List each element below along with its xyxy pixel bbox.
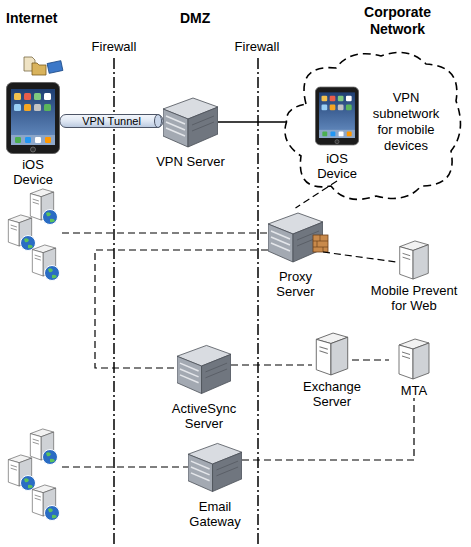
card-icon	[47, 61, 63, 74]
node-label: Proxy Server	[261, 269, 331, 299]
node-label: iOS Device	[5, 157, 61, 187]
dashed-connector	[352, 359, 389, 360]
dashed-connector	[95, 250, 268, 368]
server-icon	[316, 333, 347, 375]
dashed-connector	[323, 252, 396, 262]
dashed-wire	[62, 232, 268, 233]
zone-heading: Internet	[6, 10, 96, 27]
web-server-icon	[30, 189, 57, 225]
firewall-label: Firewall	[84, 38, 144, 55]
tablet-icon	[7, 83, 60, 154]
firewall-label: Firewall	[227, 38, 287, 55]
node-label: VPN Server	[146, 154, 236, 169]
brick-lines	[313, 235, 328, 252]
node-label: Mobile Prevent for Web	[369, 283, 459, 313]
vpn-cloud: VPN subnetwork for mobile devicesiOS Dev…	[286, 46, 464, 202]
server-icon	[163, 98, 218, 147]
cloud-shape	[285, 52, 461, 199]
server-icon	[188, 443, 242, 491]
node-label: iOS Device	[310, 150, 364, 181]
tunnel-body	[60, 115, 163, 128]
ios-device: iOS Device	[6, 82, 60, 154]
node-label: Exchange Server	[297, 379, 367, 409]
email-gateway: Email Gateway	[188, 438, 242, 496]
icon-space	[310, 82, 364, 150]
tablet-icon	[315, 87, 358, 145]
ios-device: iOS Device	[310, 82, 364, 181]
web-server-icon	[30, 429, 57, 465]
web-server-icon	[8, 455, 35, 491]
activesync-server: ActiveSync Server	[177, 340, 231, 398]
node-label: VPN subnetwork for mobile devices	[366, 90, 446, 154]
server-icon	[177, 345, 231, 393]
firewall-line	[113, 58, 115, 547]
node-label: ActiveSync Server	[167, 401, 241, 431]
vpn-tunnel	[60, 115, 163, 128]
firewall-line	[257, 58, 259, 547]
dlp-server: Mobile Prevent for Web	[396, 240, 432, 280]
web-server-icon	[32, 485, 59, 521]
dashed-connector	[231, 364, 312, 365]
node-label: Email Gateway	[180, 499, 250, 529]
tunnel-end	[155, 115, 162, 128]
edge-label: VPN Tunnel	[82, 115, 141, 127]
solid-connector	[218, 121, 286, 123]
zone-heading: Corporate Network	[350, 4, 445, 38]
vpn-server: VPN Server	[163, 93, 218, 151]
dashed-wire	[62, 466, 188, 467]
server-icon	[400, 241, 429, 279]
node-label: MTA	[389, 382, 439, 398]
mta-server: MTA	[389, 338, 439, 398]
zone-heading: DMZ	[180, 10, 240, 27]
folder-icon	[32, 63, 46, 75]
web-server-icon	[8, 215, 35, 251]
server-icon	[399, 339, 429, 379]
proxy-server: Proxy Server	[268, 208, 323, 266]
file-icons	[24, 57, 63, 75]
brick-block	[313, 235, 328, 252]
cloud-outline	[286, 46, 464, 202]
firewall-brick	[313, 235, 328, 252]
icon-space	[389, 338, 439, 382]
web-server-icon	[32, 245, 59, 281]
dashed-connector	[296, 181, 338, 208]
exchange-server: Exchange Server	[312, 332, 352, 376]
